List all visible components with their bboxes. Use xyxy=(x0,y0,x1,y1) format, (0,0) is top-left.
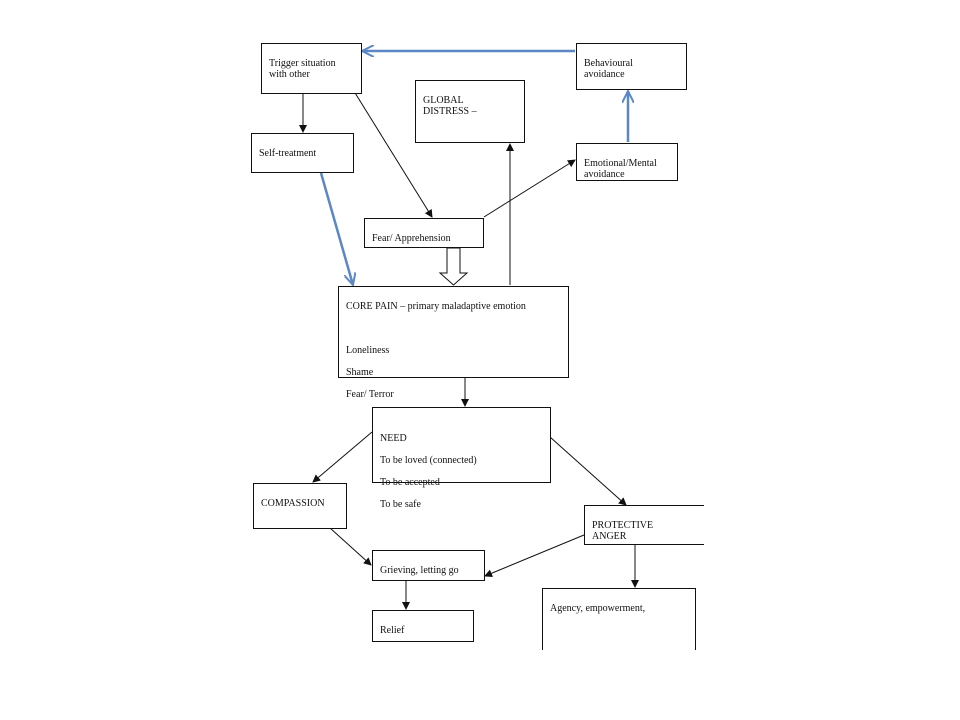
compassion-label: COMPASSION xyxy=(261,498,325,509)
compassion-box: COMPASSION xyxy=(253,483,347,529)
behavioural-avoidance-label: Behavioural avoidance xyxy=(584,58,633,80)
global-distress-box: GLOBAL DISTRESS – xyxy=(415,80,525,143)
relief-label: Relief xyxy=(380,625,405,636)
fear-apprehension-box: Fear/ Apprehension xyxy=(364,218,484,248)
arrow-compassion-to-grieving xyxy=(329,527,372,566)
global-distress-label: GLOBAL DISTRESS – xyxy=(423,95,477,117)
agency-label: Agency, empowerment, xyxy=(550,603,646,614)
self-treatment-label: Self-treatment xyxy=(259,148,317,159)
need-item: To be loved (connected) xyxy=(380,455,477,466)
core-pain-item: Loneliness xyxy=(346,345,390,356)
core-pain-title: CORE PAIN – primary maladaptive emotion xyxy=(346,301,526,312)
emotional-mental-avoidance-label: Emotional/Mental avoidance xyxy=(584,158,657,180)
trigger-situation-label: Trigger situation with other xyxy=(269,58,336,80)
arrow-fear-to-emotional xyxy=(483,159,576,218)
core-pain-item: Fear/ Terror xyxy=(346,389,394,400)
protective-anger-label: PROTECTIVE ANGER xyxy=(592,520,654,542)
core-pain-box: CORE PAIN – primary maladaptive emotion … xyxy=(338,286,569,400)
trigger-situation-box: Trigger situation with other xyxy=(261,43,362,94)
arrow-anger-to-grieving xyxy=(484,534,585,578)
protective-anger-box: PROTECTIVE ANGER xyxy=(584,505,704,545)
need-item: To be accepted xyxy=(380,477,440,488)
arrow-need-to-anger xyxy=(549,436,627,506)
arrow-trigger-to-fear xyxy=(351,87,433,218)
need-item: To be safe xyxy=(380,499,421,510)
relief-box: Relief xyxy=(372,610,474,642)
need-title: NEED xyxy=(380,433,407,444)
grieving-label: Grieving, letting go xyxy=(380,565,459,576)
behavioural-avoidance-box: Behavioural avoidance xyxy=(576,43,687,90)
fear-apprehension-label: Fear/ Apprehension xyxy=(372,233,451,244)
arrow-need-to-compassion xyxy=(312,431,373,483)
need-box: NEED To be loved (connected) To be accep… xyxy=(372,407,551,510)
grieving-box: Grieving, letting go xyxy=(372,550,485,581)
self-treatment-box: Self-treatment xyxy=(251,133,354,173)
core-pain-item: Shame xyxy=(346,367,374,378)
arrow-selftreatment-to-corepain xyxy=(319,172,353,285)
agency-box: Agency, empowerment, xyxy=(542,588,696,650)
emotional-mental-avoidance-box: Emotional/Mental avoidance xyxy=(576,143,678,181)
block-arrow-fear-to-corepain xyxy=(438,247,469,286)
